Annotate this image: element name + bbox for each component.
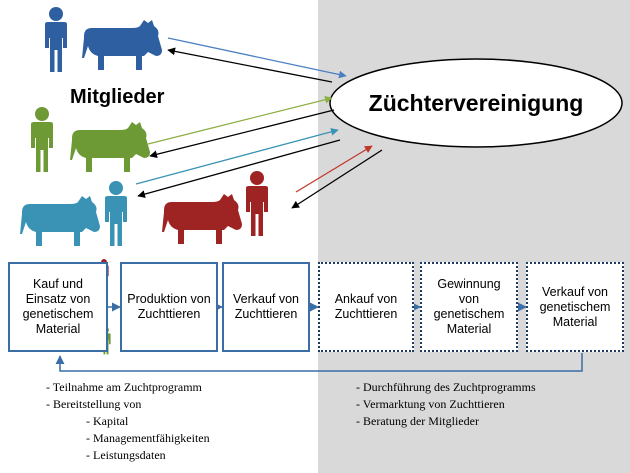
arrow-association-to-green [149,109,335,159]
arrow-blue-to-association [167,37,347,79]
person-icon [246,171,268,236]
process-step-6: Verkauf von genetischem Material [526,262,624,352]
member-group-blue [45,7,162,72]
member-tasks-list: - Teilnahme am Zuchtprogramm - Bereitste… [46,379,210,464]
association-tasks-list: - Durchführung des Zuchtprogramms - Verm… [356,379,536,430]
process-step-label: Verkauf von genetischem Material [539,284,611,329]
process-step-5: Gewinnung von genetischem Material [420,262,518,352]
process-step-2: Produktion von Zuchttieren [120,262,218,352]
process-step-label: Gewinnung von genetischem Material [433,277,505,336]
person-icon [105,181,127,246]
process-step-4: Ankauf von Zuchttieren [318,262,414,352]
list-item: - Bereitstellung von [46,397,142,411]
member-group-red [162,171,268,244]
list-item: - Managementfähigkeiten [86,431,210,445]
person-icon [45,7,67,72]
cow-icon [20,196,100,246]
process-step-label: Kauf und Einsatz von genetischem Materia… [22,277,94,336]
list-item: - Beratung der Mitglieder [356,414,479,428]
list-item: - Teilnahme am Zuchtprogramm [46,380,202,394]
members-title: Mitglieder [70,86,165,108]
list-item: - Vermarktung von Zuchttieren [356,397,505,411]
arrow-teal-to-association [135,128,339,185]
process-step-label: Produktion von Zuchttieren [127,292,211,321]
process-step-3: Verkauf von Zuchttieren [222,262,310,352]
association-title: Züchtervereinigung [368,89,584,116]
list-item: - Kapital [86,414,129,428]
cow-icon [70,122,150,172]
arrow-association-to-blue [167,47,333,83]
member-group-teal [20,181,127,246]
member-group-green [31,107,150,172]
cow-icon [162,194,242,244]
person-icon [31,107,53,172]
arrow-association-to-red [291,149,383,209]
arrow-green-to-association [147,95,333,145]
list-item: - Leistungsdaten [86,448,166,462]
arrow-red-to-association [295,145,373,193]
arrow-feedback-loop [55,353,583,372]
process-step-1: Kauf und Einsatz von genetischem Materia… [8,262,108,352]
list-item: - Durchführung des Zuchtprogramms [356,380,536,394]
members-panel [0,0,318,473]
process-step-label: Ankauf von Zuchttieren [334,292,398,321]
process-step-label: Verkauf von Zuchttieren [232,292,299,321]
arrow-association-to-teal [137,139,341,198]
cow-icon [82,20,162,70]
